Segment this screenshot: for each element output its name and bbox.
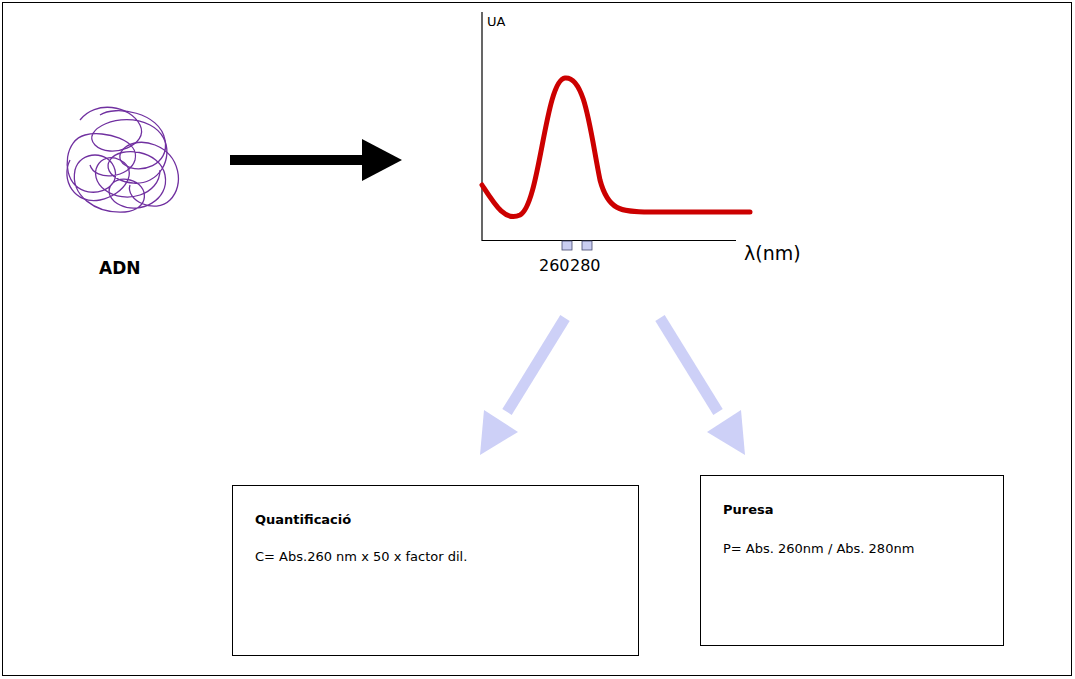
formula-box: Puresa P= Abs. 260nm / Abs. 280nm [700,475,1004,646]
dna-label: ADN [99,258,141,278]
formula-text: C= Abs.260 nm x 50 x factor dil. [255,549,616,564]
tick-label: 280 [570,256,601,275]
box-heading: Quantificació [255,512,616,527]
axis-label: λ(nm) [744,242,801,264]
dna-squiggle [67,107,179,212]
black-arrow [230,139,402,181]
formula-box: Quantificació C= Abs.260 nm x 50 x factor… [232,485,639,656]
frame [3,3,1072,676]
formula-text: P= Abs. 260nm / Abs. 280nm [723,541,981,556]
spectrum-chart [482,12,750,250]
pale-arrows [480,318,745,455]
axis-label: UA [487,14,505,29]
box-heading: Puresa [723,502,981,517]
tick-label: 260 [539,256,570,275]
